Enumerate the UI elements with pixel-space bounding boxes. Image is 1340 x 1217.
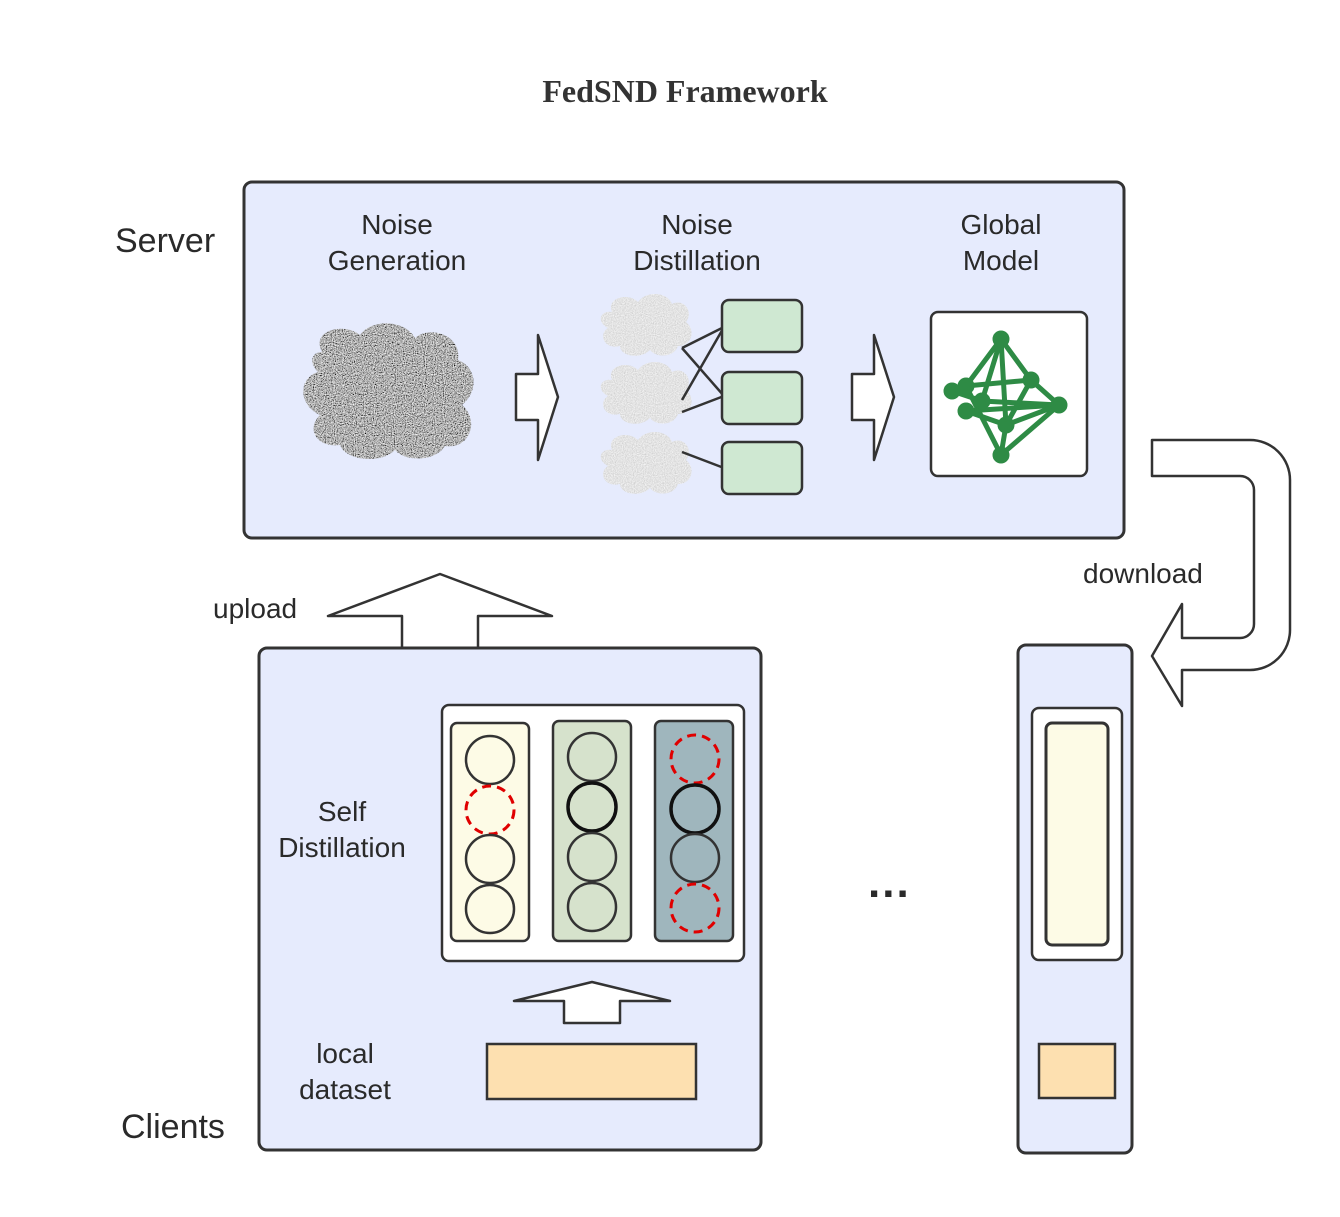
dropped-neuron bbox=[669, 882, 721, 934]
generated-noise-cloud bbox=[303, 323, 474, 460]
neuron bbox=[669, 832, 721, 884]
distillation-links bbox=[680, 325, 726, 470]
local-dataset-bar bbox=[485, 1042, 698, 1101]
noise-sample-2 bbox=[600, 361, 692, 424]
neuron bbox=[464, 734, 516, 786]
download-arrow bbox=[1150, 438, 1292, 708]
network-column-1 bbox=[449, 721, 531, 943]
neuron bbox=[566, 831, 618, 883]
upload-label: upload bbox=[213, 593, 298, 624]
download-label: download bbox=[1083, 558, 1203, 589]
stage-global-model-line2: Model bbox=[962, 245, 1040, 276]
global-model-network-icon bbox=[943, 330, 1068, 464]
self-distillation-label: Self Distillation bbox=[262, 794, 422, 866]
dropped-neuron bbox=[669, 733, 721, 785]
local-dataset-line1: local bbox=[316, 1038, 374, 1069]
client-n-model bbox=[1044, 721, 1110, 947]
neuron bbox=[464, 883, 516, 935]
self-distillation-line2: Distillation bbox=[278, 832, 406, 863]
neuron bbox=[566, 881, 618, 933]
stage-noise-distillation-line2: Distillation bbox=[633, 245, 761, 276]
stage-noise-generation-line2: Generation bbox=[327, 245, 467, 276]
server-flow-arrow-1 bbox=[514, 333, 560, 462]
server-flow-arrow-2 bbox=[850, 333, 896, 462]
local-dataset-label: local dataset bbox=[275, 1036, 415, 1108]
stage-noise-distillation-line1: Noise bbox=[661, 209, 733, 240]
teacher-model-3 bbox=[720, 440, 804, 496]
more-clients-ellipsis: ... bbox=[868, 858, 911, 907]
clients-label: Clients bbox=[121, 1108, 225, 1146]
self-distillation-line1: Self bbox=[317, 796, 367, 827]
teacher-model-1 bbox=[720, 298, 804, 354]
global-model-box bbox=[929, 310, 1089, 478]
diagram-title: FedSND Framework bbox=[542, 73, 828, 109]
stage-global-model: Global Model bbox=[921, 207, 1081, 279]
server-panel bbox=[242, 180, 1126, 540]
stage-noise-generation: Noise Generation bbox=[297, 207, 497, 279]
noise-sample-1 bbox=[600, 293, 692, 356]
teacher-model-2 bbox=[720, 370, 804, 426]
stage-noise-distillation: Noise Distillation bbox=[597, 207, 797, 279]
client-n-dataset-bar bbox=[1037, 1042, 1117, 1100]
active-neuron bbox=[566, 781, 618, 833]
neuron bbox=[566, 731, 618, 783]
stage-noise-generation-line1: Noise bbox=[361, 209, 433, 240]
stage-global-model-line1: Global bbox=[960, 209, 1042, 240]
neuron bbox=[464, 833, 516, 885]
dataset-to-model-arrow bbox=[512, 980, 672, 1025]
server-label: Server bbox=[115, 222, 216, 260]
local-dataset-line2: dataset bbox=[299, 1074, 391, 1105]
network-column-3 bbox=[653, 719, 735, 943]
noise-sample-3 bbox=[600, 431, 692, 494]
